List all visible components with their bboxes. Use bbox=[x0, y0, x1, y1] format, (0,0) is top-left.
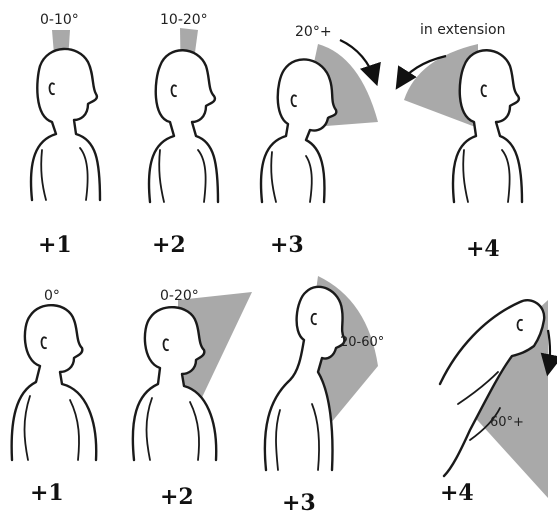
trunk-figure-2: 0-20° +2 bbox=[133, 288, 252, 510]
angle-label: 0-20° bbox=[160, 288, 199, 304]
angle-label: 10-20° bbox=[160, 12, 208, 28]
score-label: +2 bbox=[160, 484, 194, 510]
angle-label: 60°+ bbox=[490, 415, 524, 430]
direction-arrow bbox=[548, 330, 550, 372]
angle-label: 20-60° bbox=[340, 335, 384, 350]
score-label: +1 bbox=[30, 480, 64, 506]
angle-label: 20°+ bbox=[295, 24, 332, 40]
angle-label: 0° bbox=[44, 288, 60, 304]
score-label: +4 bbox=[440, 480, 474, 506]
neck-figure-4: in extension +4 bbox=[398, 22, 522, 262]
angle-label: 0-10° bbox=[40, 12, 79, 28]
neck-figure-2: 10-20° +2 bbox=[149, 12, 218, 258]
neck-figure-1: 0-10° +1 bbox=[31, 12, 100, 258]
trunk-figure-1: 0° +1 bbox=[12, 288, 97, 506]
trunk-figure-4: 60°+ +4 bbox=[440, 300, 550, 506]
score-label: +2 bbox=[152, 232, 186, 258]
angle-label: in extension bbox=[420, 22, 505, 38]
score-label: +1 bbox=[38, 232, 72, 258]
trunk-figure-3: 20-60° +3 bbox=[265, 276, 384, 514]
score-label: +4 bbox=[466, 236, 500, 262]
neck-figure-3: 20°+ +3 bbox=[261, 24, 378, 258]
score-label: +3 bbox=[270, 232, 304, 258]
score-label: +3 bbox=[282, 490, 316, 514]
